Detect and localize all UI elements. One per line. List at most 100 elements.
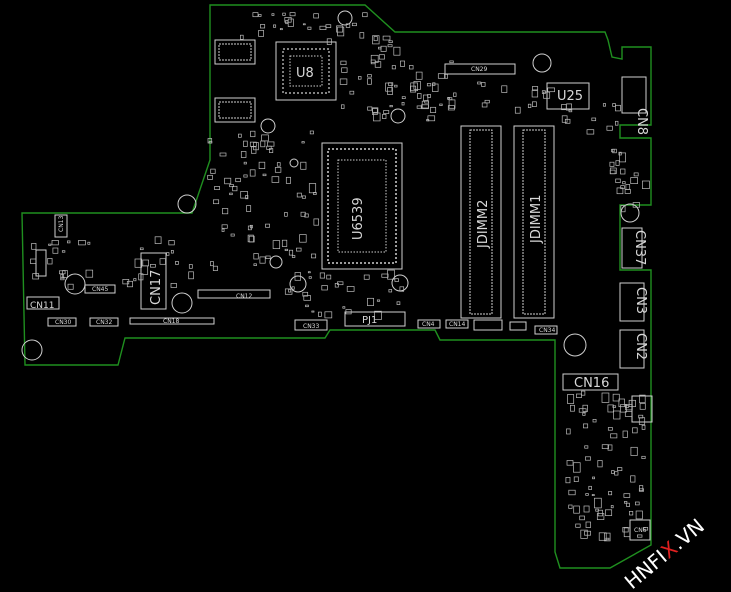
smd-component bbox=[140, 265, 149, 275]
smd-component bbox=[284, 212, 288, 217]
smd-component bbox=[279, 28, 283, 31]
smd-component bbox=[610, 505, 614, 509]
smd-component bbox=[617, 467, 623, 471]
smd-component bbox=[367, 74, 372, 78]
smd-component bbox=[122, 279, 130, 285]
smd-component bbox=[265, 255, 271, 259]
jdimm2-label: JDIMM2 bbox=[476, 200, 491, 249]
smd-component bbox=[374, 310, 382, 320]
smd-component bbox=[210, 261, 214, 267]
smd-component bbox=[381, 273, 389, 278]
smd-component bbox=[573, 462, 581, 473]
smd-component bbox=[210, 168, 216, 174]
smd-component bbox=[564, 118, 571, 124]
right-connectors bbox=[562, 76, 653, 541]
smd-component bbox=[638, 417, 646, 425]
smd-component bbox=[614, 471, 619, 476]
smd-component bbox=[170, 250, 174, 254]
smd-component bbox=[561, 115, 568, 123]
smd-component bbox=[358, 76, 362, 80]
smd-component bbox=[247, 225, 252, 231]
smd-component bbox=[370, 59, 376, 65]
cn34-label: CN34 bbox=[539, 327, 555, 334]
smd-component bbox=[566, 103, 572, 111]
smd-component bbox=[453, 92, 457, 97]
smd-component bbox=[243, 174, 248, 178]
vram-chips bbox=[214, 39, 256, 123]
smd-component bbox=[609, 161, 615, 167]
smd-component bbox=[592, 476, 595, 480]
u25-label: U25 bbox=[557, 89, 583, 104]
smd-component bbox=[311, 310, 315, 313]
smd-component bbox=[595, 508, 599, 512]
cn16-label: CN16 bbox=[574, 376, 609, 391]
smd-component bbox=[568, 504, 573, 509]
smd-component bbox=[415, 71, 423, 80]
smd-component bbox=[383, 110, 390, 114]
smd-component bbox=[139, 247, 144, 251]
smd-component bbox=[313, 192, 317, 195]
smd-component bbox=[447, 97, 453, 101]
smd-component bbox=[586, 129, 595, 135]
smd-component bbox=[154, 236, 162, 244]
smd-component bbox=[229, 192, 233, 196]
smd-component bbox=[531, 90, 539, 98]
smd-component bbox=[303, 295, 311, 301]
smd-component bbox=[340, 60, 347, 66]
smd-component bbox=[582, 412, 586, 416]
small-components bbox=[30, 12, 650, 542]
smd-component bbox=[585, 493, 589, 496]
smd-component bbox=[321, 285, 328, 291]
smd-component bbox=[592, 419, 597, 423]
smd-component bbox=[380, 45, 387, 52]
smd-component bbox=[632, 427, 638, 434]
smd-component bbox=[611, 148, 615, 153]
smd-component bbox=[597, 460, 603, 468]
smd-component bbox=[276, 162, 281, 167]
smd-component bbox=[367, 106, 373, 111]
smd-component bbox=[232, 185, 238, 192]
smd-component bbox=[620, 168, 626, 175]
smd-component bbox=[396, 301, 401, 305]
smd-component bbox=[447, 105, 455, 111]
smd-component bbox=[294, 272, 301, 281]
smd-component bbox=[620, 185, 625, 190]
cn45-label: CN45 bbox=[92, 286, 108, 293]
smd-component bbox=[301, 195, 306, 199]
smd-component bbox=[602, 103, 606, 107]
smd-component bbox=[604, 532, 611, 542]
smd-component bbox=[251, 146, 257, 154]
smd-component bbox=[230, 233, 235, 237]
smd-component bbox=[262, 173, 267, 177]
smd-component bbox=[432, 83, 439, 92]
smd-component bbox=[245, 195, 249, 200]
smd-component bbox=[267, 141, 275, 147]
smd-component bbox=[30, 258, 37, 264]
smd-component bbox=[439, 103, 443, 106]
smd-component bbox=[532, 86, 539, 91]
smd-component bbox=[583, 423, 589, 429]
smd-component bbox=[477, 81, 482, 85]
smd-component bbox=[410, 85, 417, 93]
smd-component bbox=[302, 23, 306, 26]
smd-component bbox=[337, 281, 344, 286]
smd-component bbox=[622, 181, 626, 185]
cn6-label: CN6 bbox=[634, 527, 647, 534]
cn29-label: CN29 bbox=[471, 66, 487, 73]
cn18-label: CN18 bbox=[163, 318, 179, 325]
smd-component bbox=[481, 102, 488, 108]
smd-component bbox=[246, 205, 252, 212]
smd-component bbox=[272, 240, 281, 249]
smd-component bbox=[612, 393, 620, 402]
smd-component bbox=[219, 152, 227, 157]
smd-component bbox=[240, 191, 248, 199]
smd-component bbox=[608, 491, 613, 496]
smd-component bbox=[514, 106, 521, 114]
smd-component bbox=[258, 14, 262, 17]
smd-component bbox=[376, 299, 381, 302]
smd-component bbox=[624, 501, 628, 504]
smd-component bbox=[372, 35, 380, 45]
smd-component bbox=[547, 87, 555, 93]
smd-component bbox=[639, 403, 646, 410]
smd-component bbox=[532, 101, 537, 107]
